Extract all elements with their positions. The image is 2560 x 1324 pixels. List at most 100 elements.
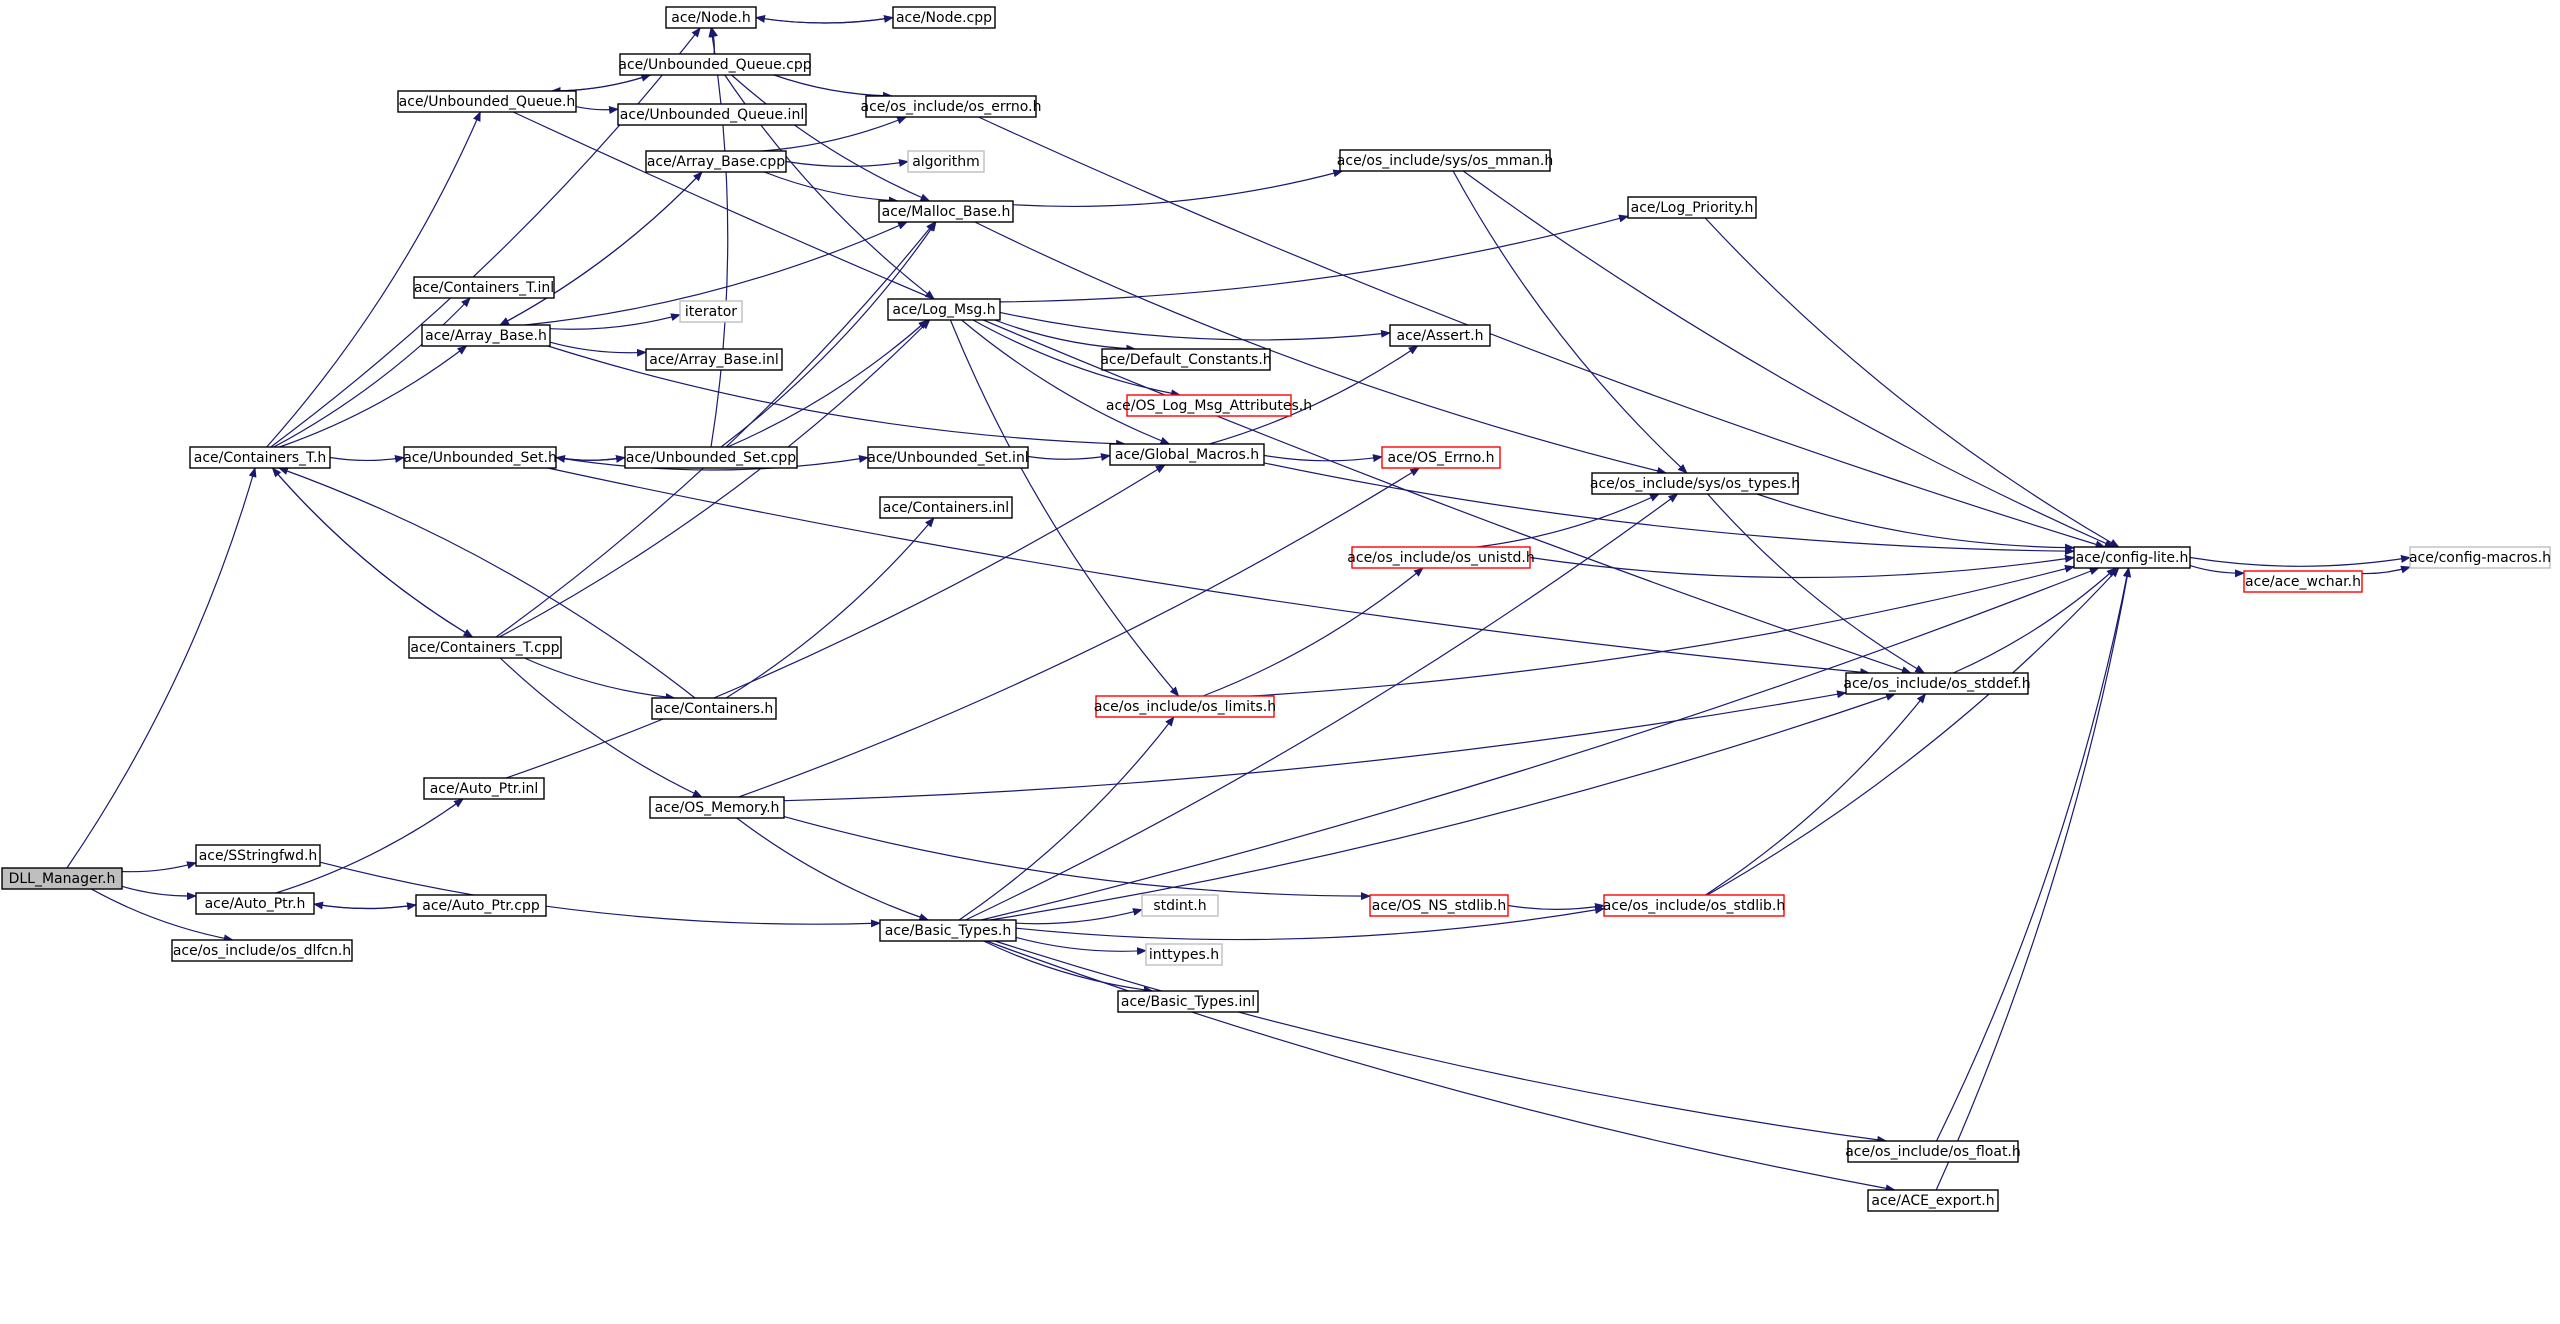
node-os-stdlib[interactable]: ace/os_include/os_stdlib.h: [1603, 894, 1785, 917]
node-label: ace/os_include/os_dlfcn.h: [173, 943, 351, 959]
node-box: [887, 298, 1001, 321]
node-containers-t-cpp[interactable]: ace/Containers_T.cpp: [408, 636, 562, 659]
node-box: [2073, 546, 2191, 569]
node-auto-ptr-cpp[interactable]: ace/Auto_Ptr.cpp: [415, 894, 547, 917]
node-box: [878, 200, 1014, 223]
edge-containers_t_h-to-containers_t_inl: [273, 297, 471, 448]
edge-basic_types_h-to-os_types: [965, 493, 1679, 921]
node-unbounded-queue-inl[interactable]: ace/Unbounded_Queue.inl: [617, 103, 807, 126]
node-box: [2409, 546, 2551, 569]
node-label: ace/Log_Priority.h: [1631, 200, 1754, 216]
node-label: iterator: [685, 304, 737, 320]
edge-containers_t_h-to-containers_t_cpp: [271, 467, 474, 638]
node-log-priority[interactable]: ace/Log_Priority.h: [1627, 196, 1757, 219]
node-node-cpp[interactable]: ace/Node.cpp: [892, 6, 996, 29]
node-box: [415, 894, 547, 917]
node-os-types[interactable]: ace/os_include/sys/os_types.h: [1590, 472, 1800, 495]
node-dll-manager[interactable]: DLL_Manager.h: [1, 867, 123, 890]
node-containers-h[interactable]: ace/Containers.h: [651, 697, 777, 720]
node-unbounded-set-h[interactable]: ace/Unbounded_Set.h: [403, 446, 557, 469]
node-array-base-h[interactable]: ace/Array_Base.h: [421, 324, 551, 347]
node-label: ace/Array_Base.cpp: [647, 154, 785, 170]
node-box: [879, 919, 1017, 942]
node-label: inttypes.h: [1149, 947, 1219, 963]
node-os-unistd[interactable]: ace/os_include/os_unistd.h: [1347, 546, 1535, 569]
node-ace-wchar[interactable]: ace/ace_wchar.h: [2243, 570, 2363, 593]
node-label: ace/Containers.h: [655, 701, 774, 717]
node-os-errno[interactable]: ace/os_include/os_errno.h: [861, 95, 1042, 118]
node-box: [907, 150, 985, 173]
node-box: [421, 324, 551, 347]
node-node-h[interactable]: ace/Node.h: [665, 6, 757, 29]
node-label: ace/os_include/os_limits.h: [1094, 699, 1276, 715]
node-log-msg[interactable]: ace/Log_Msg.h: [887, 298, 1001, 321]
edge-basic_types_h-to-os_stddef: [989, 693, 1896, 921]
node-label: ace/Containers_T.cpp: [410, 640, 559, 656]
edge-log_priority-to-config_lite: [1704, 217, 2120, 548]
node-inttypes: inttypes.h: [1145, 943, 1223, 966]
node-auto-ptr-h[interactable]: ace/Auto_Ptr.h: [195, 892, 315, 915]
node-array-base-cpp[interactable]: ace/Array_Base.cpp: [645, 150, 787, 173]
edge-auto_ptr_inl-to-global_macros: [505, 464, 1166, 779]
edge-os_unistd-to-config_lite: [1529, 554, 2075, 579]
node-global-macros[interactable]: ace/Global_Macros.h: [1109, 443, 1265, 466]
node-box: [651, 697, 777, 720]
node-basic-types-h[interactable]: ace/Basic_Types.h: [879, 919, 1017, 942]
node-sstringfwd[interactable]: ace/SStringfwd.h: [195, 844, 321, 867]
edge-basic_types_h-to-config_lite: [981, 567, 2100, 921]
node-array-base-inl[interactable]: ace/Array_Base.inl: [645, 348, 783, 371]
edge-containers_t_cpp-to-malloc_base: [495, 221, 936, 638]
edge-basic_types_h-to-os_float: [994, 940, 1888, 1144]
node-os-memory[interactable]: ace/OS_Memory.h: [649, 796, 785, 819]
node-label: ace/SStringfwd.h: [199, 848, 318, 864]
node-os-log-msg-attr[interactable]: ace/OS_Log_Msg_Attributes.h: [1106, 394, 1312, 417]
node-os-limits[interactable]: ace/os_include/os_limits.h: [1094, 695, 1276, 718]
node-box: [1845, 672, 2029, 695]
edge-containers_t_h-to-node_h: [270, 27, 701, 448]
edge-unbounded_queue_h-to-unbounded_queue_inl: [575, 106, 619, 114]
node-default-constants[interactable]: ace/Default_Constants.h: [1100, 348, 1272, 371]
node-auto-ptr-inl[interactable]: ace/Auto_Ptr.inl: [423, 777, 545, 800]
node-label: ace/Assert.h: [1397, 328, 1484, 344]
edge-log_msg-to-assert_h: [999, 311, 1391, 341]
node-os-float[interactable]: ace/os_include/os_float.h: [1845, 1140, 2021, 1163]
node-label: ace/Basic_Types.h: [885, 923, 1011, 939]
node-os-stddef[interactable]: ace/os_include/os_stddef.h: [1843, 672, 2031, 695]
node-box: [1603, 894, 1785, 917]
node-box: [171, 939, 353, 962]
edge-auto_ptr_h-to-auto_ptr_inl: [275, 798, 464, 894]
node-os-dlfcn[interactable]: ace/os_include/os_dlfcn.h: [171, 939, 353, 962]
node-label: ace/Array_Base.inl: [649, 352, 779, 368]
node-containers-t-h[interactable]: ace/Containers_T.h: [189, 446, 331, 469]
node-os-errno-cap[interactable]: ace/OS_Errno.h: [1381, 446, 1501, 469]
node-unbounded-set-cpp[interactable]: ace/Unbounded_Set.cpp: [624, 446, 798, 469]
node-unbounded-queue-h[interactable]: ace/Unbounded_Queue.h: [397, 90, 577, 113]
node-unbounded-set-inl[interactable]: ace/Unbounded_Set.inl: [867, 446, 1029, 469]
node-unbounded-queue-cpp[interactable]: ace/Unbounded_Queue.cpp: [618, 53, 812, 76]
edge-array_base_h-to-malloc_base: [524, 221, 908, 326]
edge-log_msg-to-default_constants: [994, 319, 1137, 353]
node-ace-export[interactable]: ace/ACE_export.h: [1867, 1189, 1999, 1212]
node-containers-inl[interactable]: ace/Containers.inl: [879, 496, 1013, 519]
node-label: ace/Node.cpp: [896, 10, 992, 26]
node-assert-h[interactable]: ace/Assert.h: [1389, 324, 1491, 347]
edge-sstringfwd-to-basic_types_h: [319, 861, 881, 928]
node-algorithm: algorithm: [907, 150, 985, 173]
node-basic-types-inl[interactable]: ace/Basic_Types.inl: [1117, 990, 1259, 1013]
node-config-lite[interactable]: ace/config-lite.h: [2073, 546, 2191, 569]
node-box: [1126, 394, 1292, 417]
node-malloc-base[interactable]: ace/Malloc_Base.h: [878, 200, 1014, 223]
node-label: ace/Unbounded_Queue.h: [399, 94, 576, 110]
edge-os_memory-to-os_stddef: [783, 690, 1847, 802]
node-os-mman[interactable]: ace/os_include/sys/os_mman.h: [1337, 149, 1553, 172]
node-label: ace/ACE_export.h: [1871, 1193, 1994, 1209]
edge-os_ns_stdlib-to-os_stdlib: [1507, 902, 1605, 911]
node-label: ace/Unbounded_Set.h: [403, 450, 557, 466]
edge-log_msg-to-os_limits: [949, 319, 1180, 697]
node-os-ns-stdlib[interactable]: ace/OS_NS_stdlib.h: [1369, 894, 1509, 917]
edge-os_types-to-os_stddef: [1707, 493, 1926, 674]
node-containers-t-inl[interactable]: ace/Containers_T.inl: [413, 276, 555, 299]
node-label: ace/Array_Base.h: [425, 328, 547, 344]
edge-containers_t_h-to-unbounded_set_h: [329, 454, 405, 463]
